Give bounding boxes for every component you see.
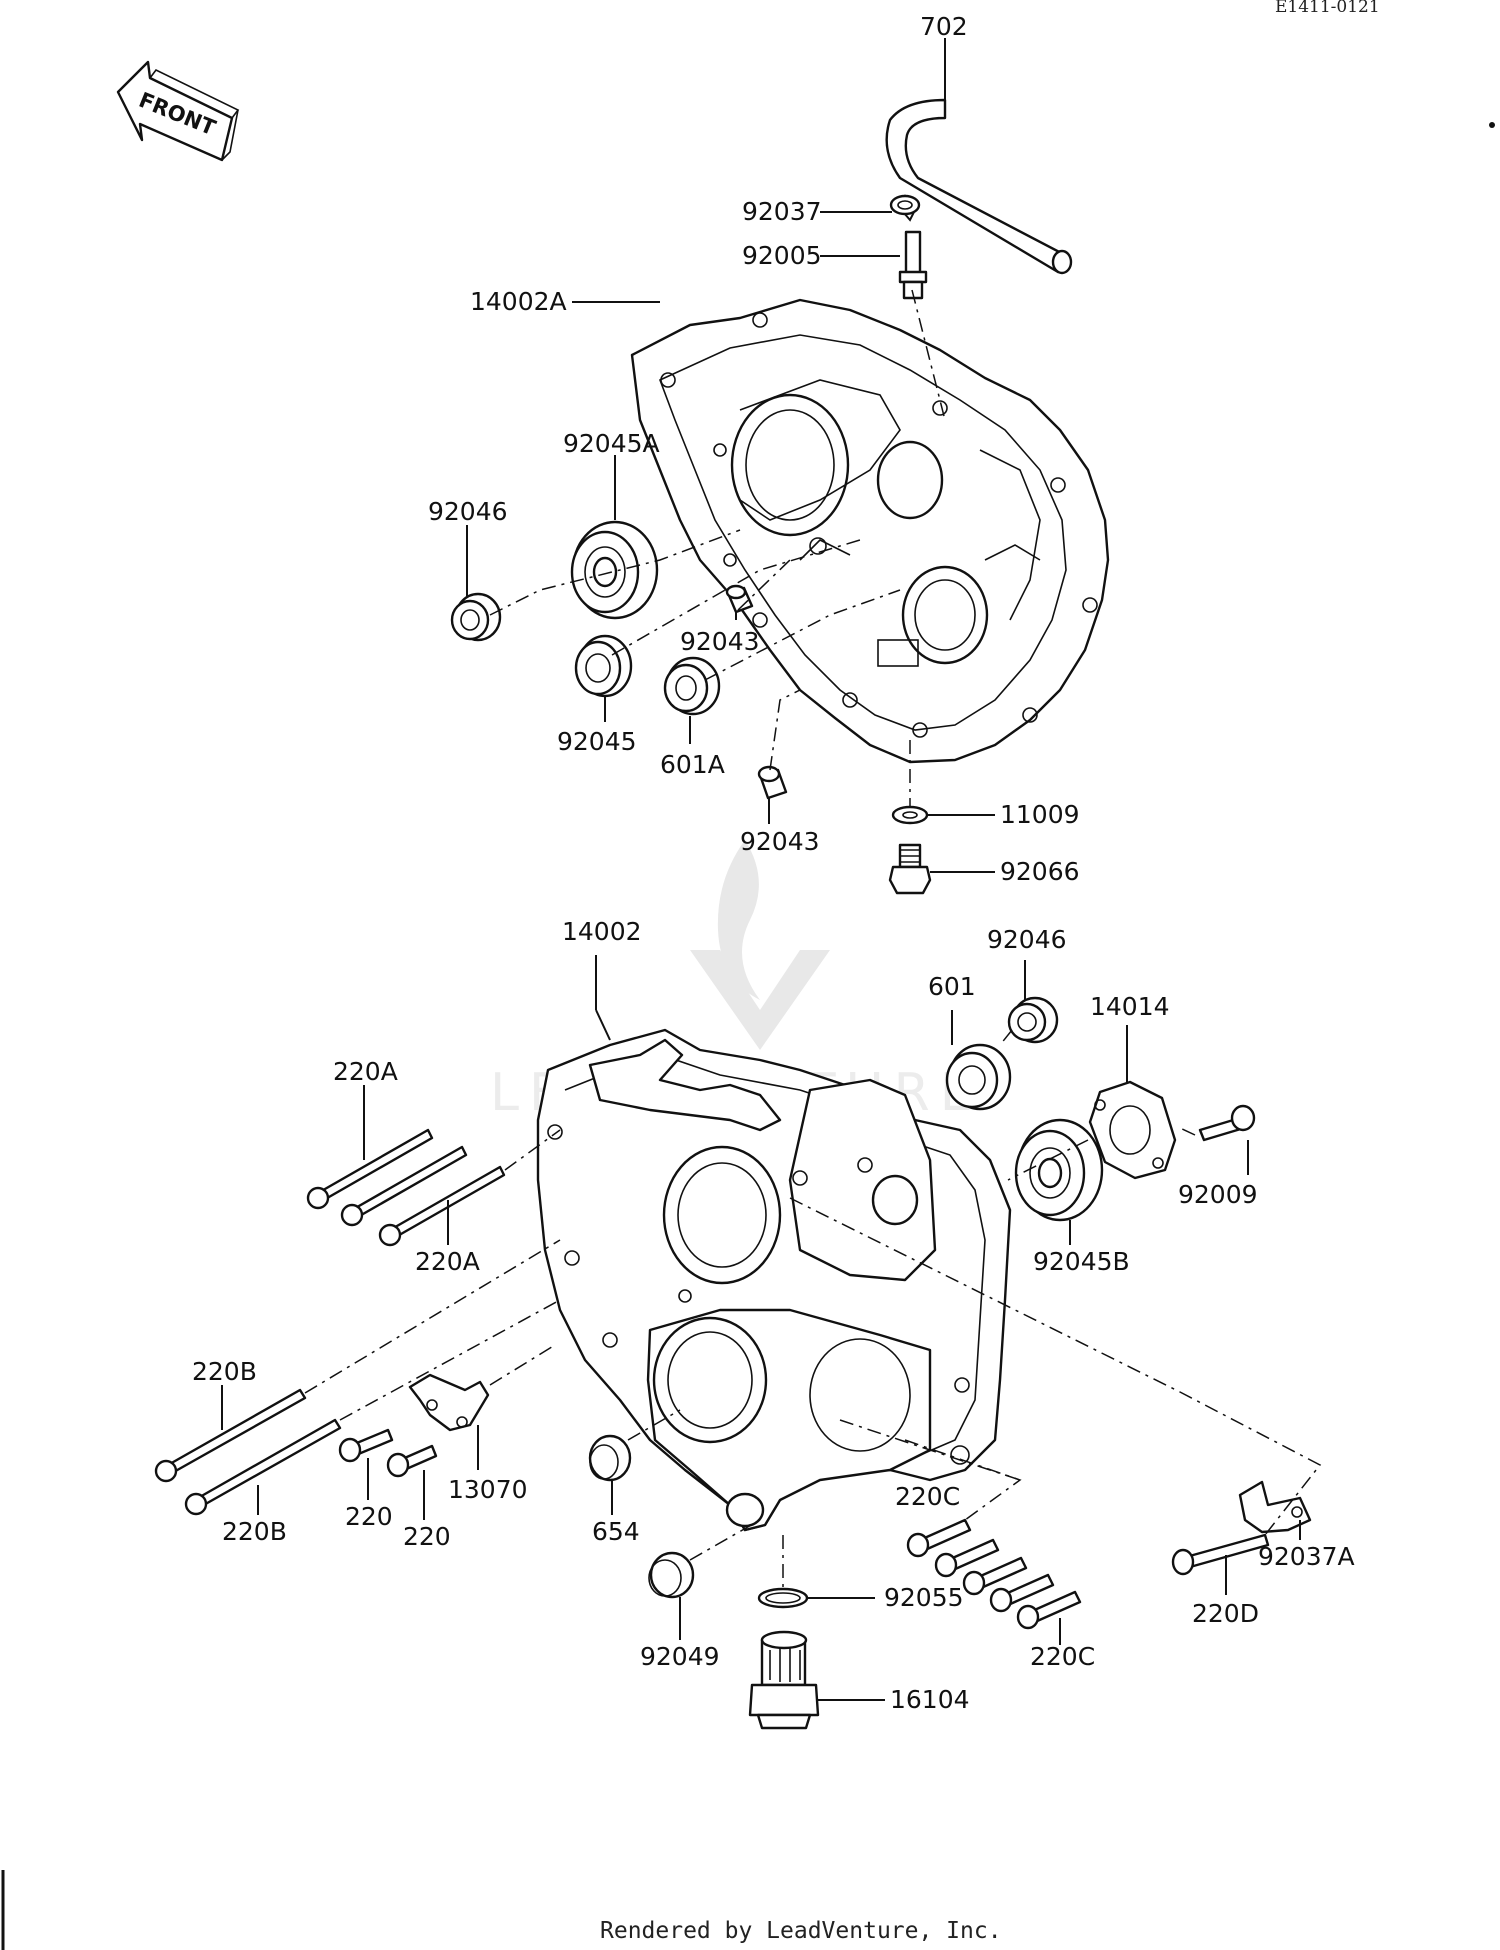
label-92046-lower: 92046 <box>987 925 1067 954</box>
bolt-220C-set-part <box>906 1518 1082 1630</box>
label-92046-upper: 92046 <box>428 497 508 526</box>
collar-654-part <box>588 1434 632 1482</box>
bearing-601-part <box>945 1043 1012 1111</box>
label-220C-lower: 220C <box>1030 1642 1095 1671</box>
oil-seal-92049-part <box>648 1551 695 1599</box>
label-601A: 601A <box>660 750 725 779</box>
drawing-code: E1411-0121 <box>1275 0 1380 17</box>
label-92049: 92049 <box>640 1642 720 1671</box>
label-92045B: 92045B <box>1033 1247 1130 1276</box>
screw-92009-part <box>1198 1104 1256 1142</box>
oil-strainer-16104-part <box>748 1630 820 1730</box>
clamp-92037-part <box>889 194 921 216</box>
label-13070: 13070 <box>448 1475 528 1504</box>
label-220C-upper: 220C <box>895 1482 960 1511</box>
label-92045: 92045 <box>557 727 637 756</box>
bolt-220B-set-part <box>154 1388 342 1516</box>
label-220-a: 220 <box>345 1502 393 1531</box>
front-arrow-icon: FRONT <box>116 60 240 162</box>
label-92066: 92066 <box>1000 857 1080 886</box>
oil-seal-92046-upper-part <box>450 592 502 642</box>
bearing-92045-part <box>574 634 633 698</box>
retainer-plate-14014-part <box>1088 1080 1177 1180</box>
stray-dot <box>1489 122 1495 128</box>
leader-lines <box>221 38 1301 1701</box>
label-14014: 14014 <box>1090 992 1170 1021</box>
dowel-pin-92043-upper-part <box>725 584 754 614</box>
label-16104: 16104 <box>890 1685 970 1714</box>
label-92043-upper: 92043 <box>680 627 760 656</box>
label-92055: 92055 <box>884 1583 964 1612</box>
label-92043-lower: 92043 <box>740 827 820 856</box>
bracket-13070-part <box>408 1373 490 1432</box>
label-220D: 220D <box>1192 1599 1259 1628</box>
label-92009: 92009 <box>1178 1180 1258 1209</box>
bolt-220D-part <box>1171 1533 1270 1576</box>
label-220A-upper: 220A <box>333 1057 398 1086</box>
left-crankcase-14002A-part <box>630 298 1110 764</box>
dowel-pin-92043-lower-part <box>757 765 788 800</box>
label-92045A: 92045A <box>563 429 660 458</box>
clamp-92037A-part <box>1238 1480 1312 1534</box>
right-crankcase-14002-part <box>536 1028 1012 1532</box>
footer-credit: Rendered by LeadVenture, Inc. <box>600 1918 1002 1944</box>
label-601: 601 <box>928 972 976 1001</box>
label-92005: 92005 <box>742 241 822 270</box>
label-220A-lower: 220A <box>415 1247 480 1276</box>
fitting-92005-part <box>898 230 928 300</box>
bolt-220A-set-part <box>306 1128 506 1247</box>
label-11009: 11009 <box>1000 800 1080 829</box>
bolt-92066-part <box>888 843 932 895</box>
label-14002: 14002 <box>562 917 642 946</box>
label-220B-upper: 220B <box>192 1357 257 1386</box>
alignment-lines <box>304 289 1322 1590</box>
label-14002A: 14002A <box>470 287 567 316</box>
washer-11009-part <box>891 805 929 825</box>
label-654: 654 <box>592 1517 640 1546</box>
oil-seal-92046-lower-part <box>1007 996 1059 1044</box>
label-702: 702 <box>920 12 968 41</box>
o-ring-92055-part <box>757 1587 809 1609</box>
bearing-92045A-part <box>570 520 659 620</box>
bolt-220-set-part <box>338 1428 438 1478</box>
part-labels: 702 92037 92005 14002A 92045A 92046 9204… <box>192 12 1355 1714</box>
label-92037A: 92037A <box>1258 1542 1355 1571</box>
label-92037: 92037 <box>742 197 822 226</box>
bearing-601A-part <box>663 656 721 716</box>
label-220B-lower: 220B <box>222 1517 287 1546</box>
label-220-b: 220 <box>403 1522 451 1551</box>
